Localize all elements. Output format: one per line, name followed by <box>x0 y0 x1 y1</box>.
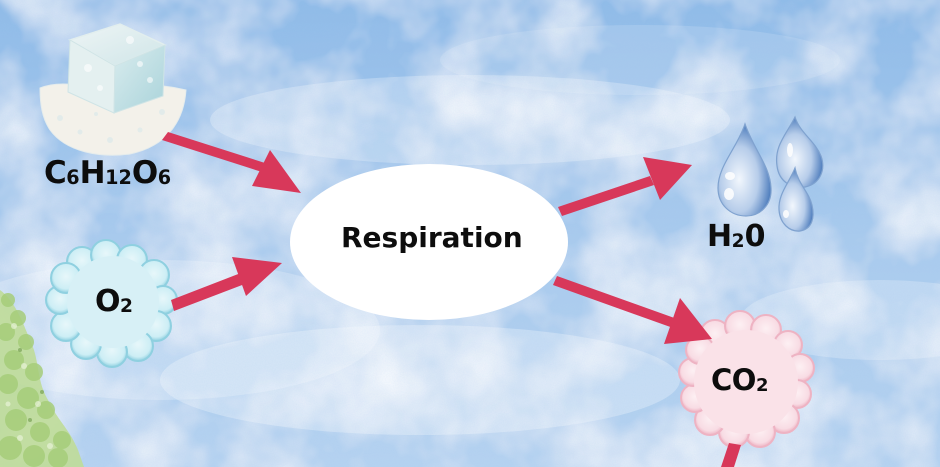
arrow-oxygen-to-respiration <box>171 257 282 311</box>
glucose-part: O <box>131 155 158 191</box>
respiration-label: Respiration <box>341 221 523 254</box>
glucose-part: C <box>44 155 67 191</box>
water-part: 0 <box>744 219 766 254</box>
water-drops-icon <box>717 115 824 232</box>
water-subscript: 2 <box>731 230 745 252</box>
glucose-part: H <box>79 155 106 191</box>
oxygen-label: O2 <box>95 287 133 317</box>
co2-stem-line <box>721 443 741 467</box>
oxygen-part: O <box>95 284 121 319</box>
oxygen-cloud-icon <box>45 239 178 368</box>
arrows <box>162 132 712 344</box>
glucose-subscript: 12 <box>105 165 132 189</box>
respiration-ellipse <box>290 164 568 320</box>
glucose-subscript: 6 <box>66 165 80 189</box>
arrow-respiration-to-water <box>558 157 692 216</box>
glucose-subscript: 6 <box>157 165 172 189</box>
co2-part: CO <box>711 363 756 397</box>
tree-foliage-icon <box>0 290 84 467</box>
water-part: H <box>707 219 732 254</box>
arrow-glucose-to-respiration <box>162 132 301 193</box>
co2-subscript: 2 <box>755 374 769 396</box>
arrow-respiration-to-co2 <box>553 276 712 344</box>
sugar-cube-icon <box>39 23 187 156</box>
water-label: H20 <box>707 222 765 252</box>
co2-cloud-icon <box>678 310 815 448</box>
oxygen-subscript: 2 <box>120 295 133 317</box>
co2-label: CO2 <box>711 366 768 395</box>
glucose-label: C6H12O6 <box>44 158 171 189</box>
